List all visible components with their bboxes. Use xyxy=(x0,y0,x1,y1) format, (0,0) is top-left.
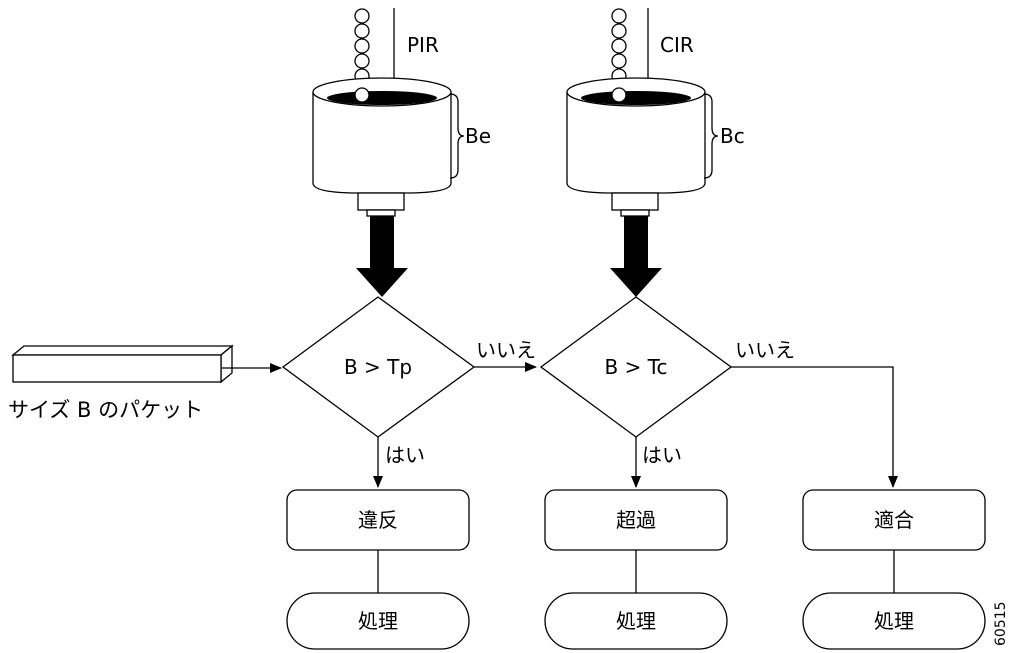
token-icon xyxy=(354,38,370,54)
peak-size-brace xyxy=(449,93,465,179)
committed-no-label: いいえ xyxy=(735,338,795,362)
committed-size-label: Bc xyxy=(720,124,745,148)
committed-decision: B > Tc xyxy=(539,296,733,438)
committed-bucket-spout xyxy=(611,192,659,211)
committed-size-brace xyxy=(703,93,719,179)
token-icon xyxy=(611,23,627,39)
packet-front-face xyxy=(12,354,222,383)
outcome-conform-action-box xyxy=(802,592,986,650)
committed-bucket-nozzle xyxy=(620,209,650,217)
token-icon xyxy=(354,23,370,39)
outcome-violate-action-box xyxy=(286,592,470,650)
outcome-violate-label: 違反 xyxy=(358,508,398,532)
peak-bucket-spout xyxy=(357,192,405,211)
committed-token-bucket: CIR Bc xyxy=(566,8,745,297)
peak-rate-label: PIR xyxy=(407,33,439,57)
outcome-violate: 違反 処理 xyxy=(286,489,470,650)
token-icon xyxy=(354,8,370,24)
peak-bucket-fill-level xyxy=(327,91,437,105)
committed-rate-label: CIR xyxy=(660,33,694,57)
outcome-exceed-action-box xyxy=(544,592,728,650)
outcome-conform: 適合 処理 xyxy=(802,489,986,650)
figure-id: 60515 xyxy=(993,601,1009,646)
token-icon xyxy=(611,87,627,103)
outcome-exceed-label: 超過 xyxy=(616,508,656,532)
token-icon xyxy=(611,53,627,69)
packet: サイズ B のパケット xyxy=(8,344,234,422)
outcome-violate-action-label: 処理 xyxy=(358,609,398,633)
peak-bucket-nozzle xyxy=(366,209,396,217)
token-icon xyxy=(354,87,370,103)
peak-decision: B > Tp xyxy=(281,296,476,438)
token-icon xyxy=(354,53,370,69)
peak-yes-label: はい xyxy=(385,443,425,467)
committed-no-arrow xyxy=(731,366,898,488)
committed-token-flow-arrow xyxy=(610,216,662,297)
outcome-exceed: 超過 処理 xyxy=(544,489,728,650)
committed-bucket-body xyxy=(566,92,706,194)
peak-no-label: いいえ xyxy=(476,338,536,362)
outcome-conform-action-label: 処理 xyxy=(874,609,914,633)
peak-token-stream xyxy=(354,8,370,84)
peak-token-flow-arrow xyxy=(356,216,408,297)
committed-decision-label: B > Tc xyxy=(604,355,667,379)
outcome-exceed-action-label: 処理 xyxy=(616,609,656,633)
packet-top-face xyxy=(11,345,234,356)
committed-bucket-fill-level xyxy=(581,91,691,105)
token-icon xyxy=(611,38,627,54)
peak-token-bucket: PIR Be xyxy=(312,8,491,297)
peak-bucket-body xyxy=(312,92,452,194)
peak-size-label: Be xyxy=(465,124,491,148)
packet-label: サイズ B のパケット xyxy=(8,398,203,422)
committed-token-stream xyxy=(611,8,627,84)
committed-yes-label: はい xyxy=(642,443,682,467)
peak-decision-label: B > Tp xyxy=(344,355,412,379)
token-icon xyxy=(611,8,627,24)
outcome-conform-label: 適合 xyxy=(874,508,914,532)
